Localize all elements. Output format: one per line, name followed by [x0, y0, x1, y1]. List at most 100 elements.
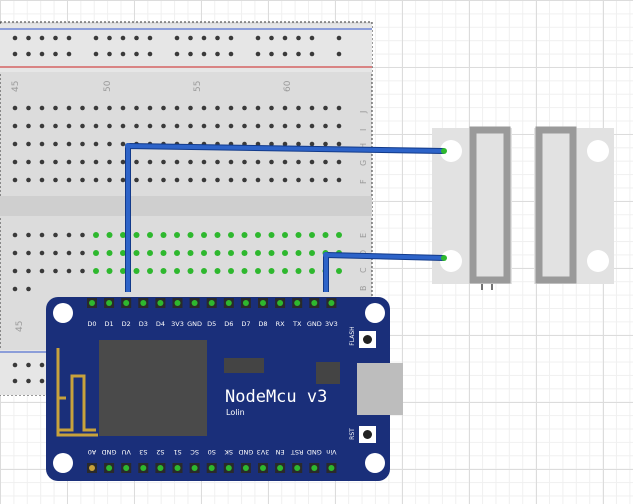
breadboard-hole — [269, 177, 274, 183]
breadboard-hole — [268, 268, 275, 274]
breadboard-hole — [80, 177, 85, 183]
breadboard-hole — [201, 159, 207, 165]
breadboard-hole — [39, 232, 45, 238]
rail-hole — [215, 35, 220, 41]
breadboard-hole — [93, 232, 99, 238]
breadboard-hole — [296, 123, 301, 129]
breadboard-hole — [309, 159, 315, 165]
breadboard-hole — [39, 177, 45, 183]
row-letter: D — [359, 250, 368, 256]
breadboard-hole — [66, 159, 72, 165]
rail-hole — [296, 35, 301, 41]
pin-label-top: D5 — [207, 320, 216, 328]
reed-switch-contact — [469, 126, 511, 284]
breadboard-hole — [66, 250, 72, 256]
header-pin-contact — [191, 465, 198, 471]
pin-label-top: D7 — [241, 320, 250, 328]
breadboard-hole — [147, 268, 153, 274]
breadboard-hole — [255, 123, 261, 129]
breadboard-hole — [53, 105, 58, 111]
board-title: NodeMcu v3 — [225, 387, 327, 407]
breadboard-hole — [282, 159, 288, 165]
breadboard-hole — [12, 177, 18, 183]
pin-label-bottom: SC — [190, 448, 199, 456]
breadboard-hole — [53, 123, 58, 129]
breadboard-hole — [323, 105, 328, 111]
rail-hole — [147, 51, 153, 57]
breadboard-hole — [174, 250, 180, 256]
breadboard-hole — [147, 250, 153, 256]
row-letter: H — [359, 143, 368, 149]
breadboard-hole — [309, 141, 315, 147]
breadboard-hole — [174, 268, 180, 274]
usb-port — [357, 363, 403, 415]
header-pin-contact — [311, 465, 318, 471]
breadboard-hole — [188, 123, 193, 129]
magnet-mount-hole — [587, 140, 609, 162]
breadboard-hole — [80, 123, 85, 129]
pin-label-bottom: Vin — [326, 448, 336, 456]
breadboard-hole — [120, 123, 126, 129]
breadboard-hole — [336, 177, 342, 183]
rail-hole — [66, 51, 72, 57]
header-pin-contact — [174, 300, 181, 306]
breadboard-hole — [242, 105, 247, 111]
rail-hole — [39, 362, 45, 368]
breadboard-hole — [174, 232, 180, 238]
breadboard-hole — [269, 123, 274, 129]
breadboard-hole — [174, 105, 180, 111]
row-letter: E — [359, 233, 368, 238]
magnet-mount-hole — [587, 250, 609, 272]
breadboard-hole — [309, 268, 315, 274]
breadboard-hole — [134, 159, 139, 165]
rail-hole — [26, 362, 31, 368]
breadboard-hole — [93, 123, 99, 129]
breadboard-hole — [188, 177, 193, 183]
breadboard-hole — [296, 177, 301, 183]
center-channel — [0, 196, 372, 216]
top-power-rail — [0, 24, 372, 72]
header-pin-contact — [174, 465, 181, 471]
breadboard-hole — [269, 105, 274, 111]
breadboard-hole — [309, 232, 315, 238]
breadboard-hole — [53, 232, 58, 238]
rail-hole — [12, 362, 18, 368]
breadboard-hole — [80, 141, 85, 147]
breadboard-hole — [107, 105, 112, 111]
breadboard-hole — [120, 105, 126, 111]
reed-terminal-hole — [440, 140, 462, 162]
breadboard-hole — [282, 268, 288, 274]
rail-hole — [309, 51, 315, 57]
breadboard-hole — [12, 105, 18, 111]
breadboard-hole — [187, 268, 194, 274]
breadboard-hole — [26, 250, 31, 256]
header-pin-contact — [328, 300, 335, 306]
breadboard-hole — [107, 141, 112, 147]
breadboard-hole — [228, 268, 234, 274]
rail-hole — [120, 35, 126, 41]
breadboard-hole — [296, 105, 301, 111]
pin-label-top: GND — [307, 320, 322, 328]
pin-label-top: D6 — [224, 320, 233, 328]
breadboard-hole — [336, 159, 342, 165]
breadboard-hole — [322, 232, 329, 238]
breadboard-hole — [26, 268, 31, 274]
column-number: 60 — [283, 80, 293, 92]
rail-hole — [147, 35, 153, 41]
rail-hole — [336, 51, 342, 57]
rail-hole — [296, 51, 301, 57]
breadboard-hole — [134, 177, 139, 183]
breadboard-hole — [336, 268, 342, 274]
breadboard-hole — [133, 232, 140, 238]
breadboard-hole — [336, 232, 342, 238]
breadboard-hole — [242, 159, 247, 165]
breadboard-hole — [80, 250, 85, 256]
rail-hole — [120, 51, 126, 57]
column-number-bottom: 45 — [15, 321, 25, 332]
header-pin-contact — [277, 300, 284, 306]
breadboard-hole — [39, 268, 45, 274]
header-pin-contact — [140, 465, 147, 471]
breadboard-hole — [107, 123, 112, 129]
breadboard-hole — [188, 105, 193, 111]
pin-label-top: 3V3 — [325, 320, 338, 328]
